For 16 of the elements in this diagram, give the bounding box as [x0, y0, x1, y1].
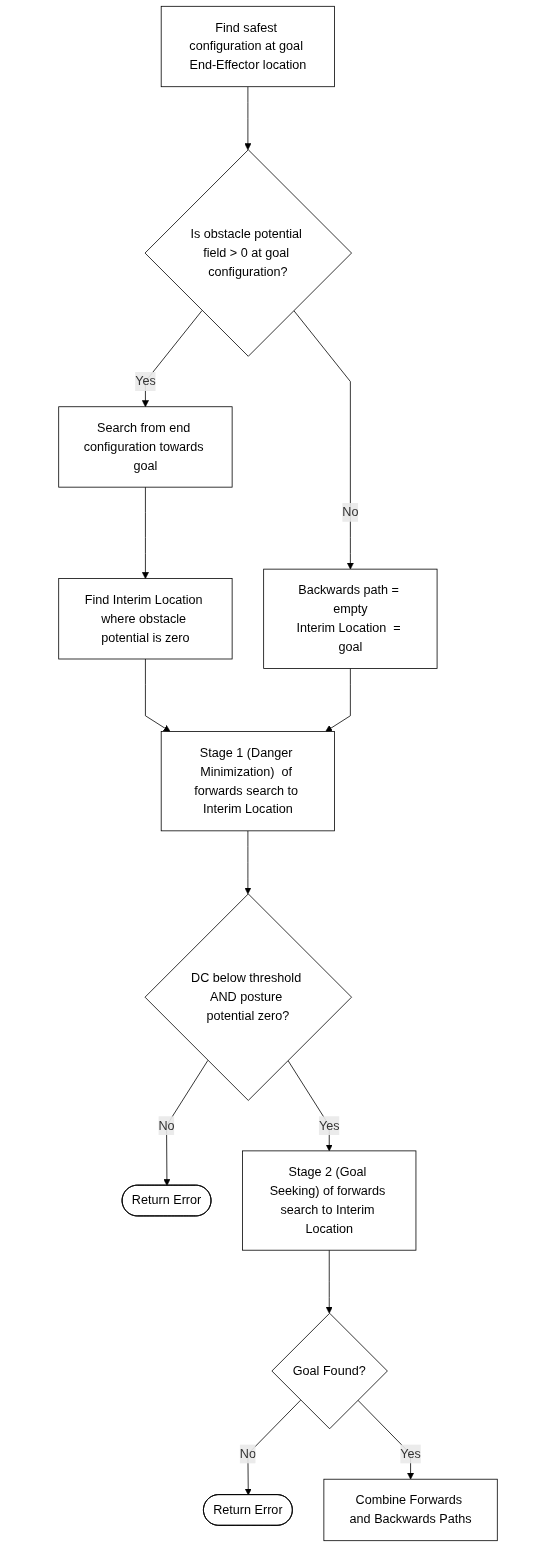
- edge-label: Yes: [318, 1118, 340, 1132]
- edge-label: Yes: [135, 374, 156, 388]
- node-box: Search from end configuration towards goal: [58, 406, 233, 488]
- node-diamond: Goal Found?: [271, 1312, 388, 1430]
- node-box: Combine Forwards and Backwards Paths: [323, 1478, 498, 1542]
- node-box: Find Interim Location where obstacle potential is zero: [58, 578, 233, 660]
- node-box: Backwards path = empty Interim Location = goal: [263, 568, 438, 669]
- node-diamond: DC below threshold AND posture potential zero?: [144, 893, 352, 1101]
- node-box: Find safest configuration at goal End-Effector location: [160, 5, 335, 88]
- edge-label: No: [158, 1118, 175, 1132]
- edge-label: No: [239, 1446, 256, 1461]
- node-box: Stage 2 (Goal Seeking) of forwards search to Interim Location: [242, 1150, 417, 1251]
- edge-label: Yes: [400, 1446, 421, 1461]
- node-box: Stage 1 (Danger Minimization) of forwards search to Interim Location: [160, 731, 335, 832]
- edge-label: No: [342, 505, 359, 519]
- node-diamond: Is obstacle potential field > 0 at goal configuration?: [144, 149, 352, 357]
